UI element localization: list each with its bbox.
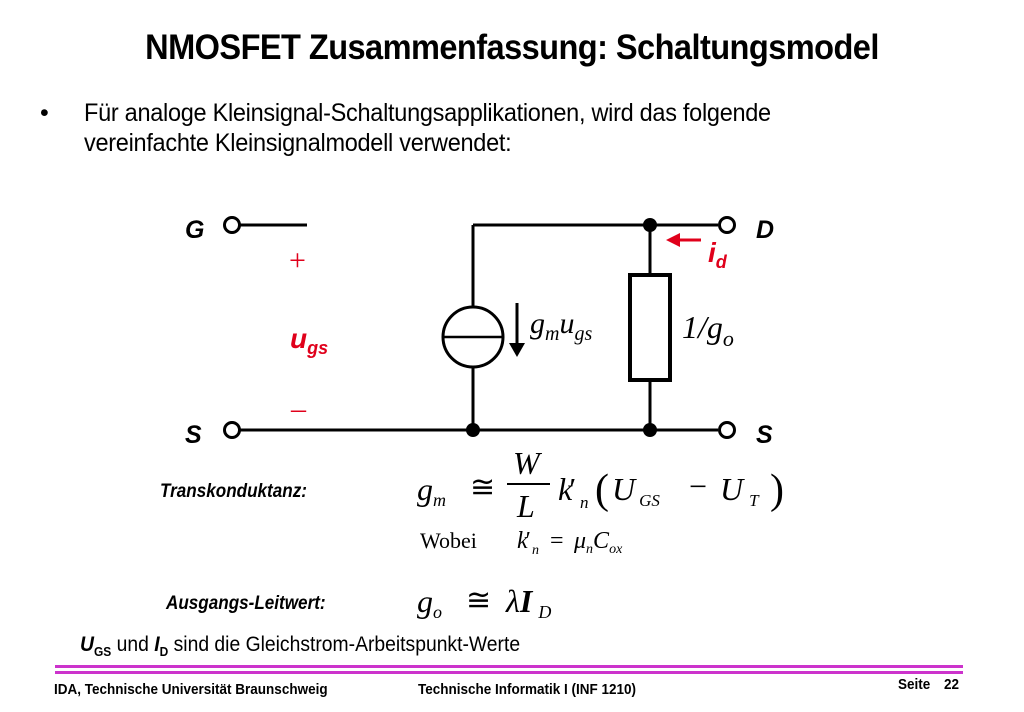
svg-text:k′: k′ bbox=[517, 528, 531, 554]
minus-sign: – bbox=[290, 392, 307, 425]
label-s-right: S bbox=[756, 421, 773, 449]
terminal-d bbox=[718, 216, 736, 234]
svg-text:μnCox: μnCox bbox=[573, 528, 623, 557]
footer-divider-bottom bbox=[55, 671, 963, 674]
svg-text:UT: UT bbox=[720, 471, 760, 510]
svg-text:go: go bbox=[417, 583, 442, 622]
junction-dot bbox=[643, 423, 657, 437]
svg-text:UGS: UGS bbox=[612, 471, 660, 510]
terminal-s-left bbox=[223, 421, 241, 439]
label-s-left: S bbox=[185, 421, 202, 449]
output-conductance-label: Ausgangs-Leitwert: bbox=[166, 593, 326, 614]
label-d: D bbox=[756, 216, 774, 244]
svg-text:L: L bbox=[516, 488, 535, 524]
svg-text:): ) bbox=[770, 467, 784, 513]
ugs-label: ugs bbox=[290, 323, 328, 358]
terminal-g bbox=[223, 216, 241, 234]
gm-ugs-label: gmugs bbox=[530, 307, 592, 345]
svg-text:gm: gm bbox=[417, 471, 446, 510]
footer-course: Technische Informatik I (INF 1210) bbox=[418, 681, 637, 698]
svg-text:λID: λID bbox=[505, 583, 551, 622]
arrow-left-icon bbox=[666, 233, 680, 247]
svg-text:W: W bbox=[513, 445, 543, 481]
footer-divider-top bbox=[55, 665, 963, 668]
formula-wobei: Wobei k′ n = μnCox bbox=[420, 528, 623, 558]
bullet-text: Für analoge Kleinsignal-Schaltungsapplik… bbox=[84, 99, 771, 157]
svg-text:≅: ≅ bbox=[466, 584, 491, 617]
arrow-down-icon bbox=[509, 343, 525, 357]
id-label: id bbox=[708, 237, 728, 272]
junction-dot bbox=[643, 218, 657, 232]
svg-text:n: n bbox=[580, 493, 589, 512]
svg-text:k′: k′ bbox=[558, 471, 576, 507]
svg-text:≅: ≅ bbox=[470, 471, 495, 504]
footer-page-number: 22 bbox=[944, 676, 960, 693]
svg-text:Wobei: Wobei bbox=[420, 528, 477, 553]
svg-text:(: ( bbox=[595, 467, 609, 513]
label-g: G bbox=[185, 216, 204, 244]
plus-sign: + bbox=[289, 244, 306, 277]
resistor-label: 1/go bbox=[682, 309, 734, 351]
svg-text:−: − bbox=[689, 468, 707, 504]
junction-dot bbox=[466, 423, 480, 437]
svg-text:n: n bbox=[532, 543, 539, 558]
slide-title: NMOSFET Zusammenfassung: Schaltungsmodel bbox=[145, 28, 879, 67]
output-resistor bbox=[628, 273, 672, 382]
transconductance-label: Transkonduktanz: bbox=[160, 481, 307, 502]
operating-point-note: UGS und ID sind die Gleichstrom-Arbeitsp… bbox=[80, 633, 521, 660]
footer-institution: IDA, Technische Universität Braunschweig bbox=[54, 681, 328, 698]
bullet-marker: • bbox=[40, 99, 49, 127]
footer-page-label: Seite bbox=[898, 676, 931, 693]
terminal-s-right bbox=[718, 421, 736, 439]
svg-text:=: = bbox=[550, 528, 564, 554]
